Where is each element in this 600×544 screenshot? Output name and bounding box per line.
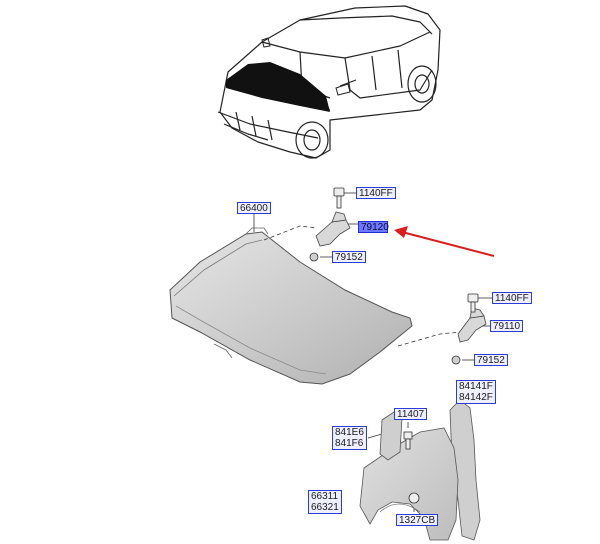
clip-icon <box>403 431 420 504</box>
bolt-icon-right <box>467 293 479 313</box>
callout-66311[interactable]: 66311 66321 <box>308 490 342 514</box>
hinge-icon <box>315 211 351 247</box>
callout-1327cb[interactable]: 1327CB <box>396 514 439 526</box>
hinge-icon-right <box>457 307 487 343</box>
hood-panel-icon <box>169 227 413 385</box>
callout-1140ff-right[interactable]: 1140FF <box>492 292 532 304</box>
callout-66311-line1: 66311 <box>311 491 339 502</box>
callout-84141f-line1: 84141F <box>459 381 493 392</box>
suv-outline-icon <box>217 5 441 159</box>
callout-841e6-line1: 841E6 <box>335 427 364 438</box>
callout-66311-line2: 66321 <box>311 502 339 513</box>
nut-icon <box>309 252 319 262</box>
callout-11407[interactable]: 11407 <box>394 408 428 420</box>
callout-1140ff-top[interactable]: 1140FF <box>356 187 396 199</box>
bolt-icon <box>333 187 345 209</box>
callout-84141f-line2: 84142F <box>459 392 493 403</box>
callout-841e6-line2: 841F6 <box>335 438 364 449</box>
callout-79110[interactable]: 79110 <box>490 320 524 332</box>
callout-66400[interactable]: 66400 <box>237 202 271 214</box>
callout-79152-left[interactable]: 79152 <box>332 251 366 263</box>
callout-79152-right[interactable]: 79152 <box>474 354 508 366</box>
mirror-icon <box>261 37 351 96</box>
alignment-lines <box>263 225 463 347</box>
nut-icon-right <box>451 355 461 365</box>
callout-79120[interactable]: 79120 <box>358 221 389 233</box>
callout-841e6[interactable]: 841E6 841F6 <box>332 426 367 450</box>
hood-location-marker <box>226 62 330 112</box>
red-pointer-arrow-icon <box>394 226 495 257</box>
callout-84141f[interactable]: 84141F 84142F <box>456 380 496 404</box>
